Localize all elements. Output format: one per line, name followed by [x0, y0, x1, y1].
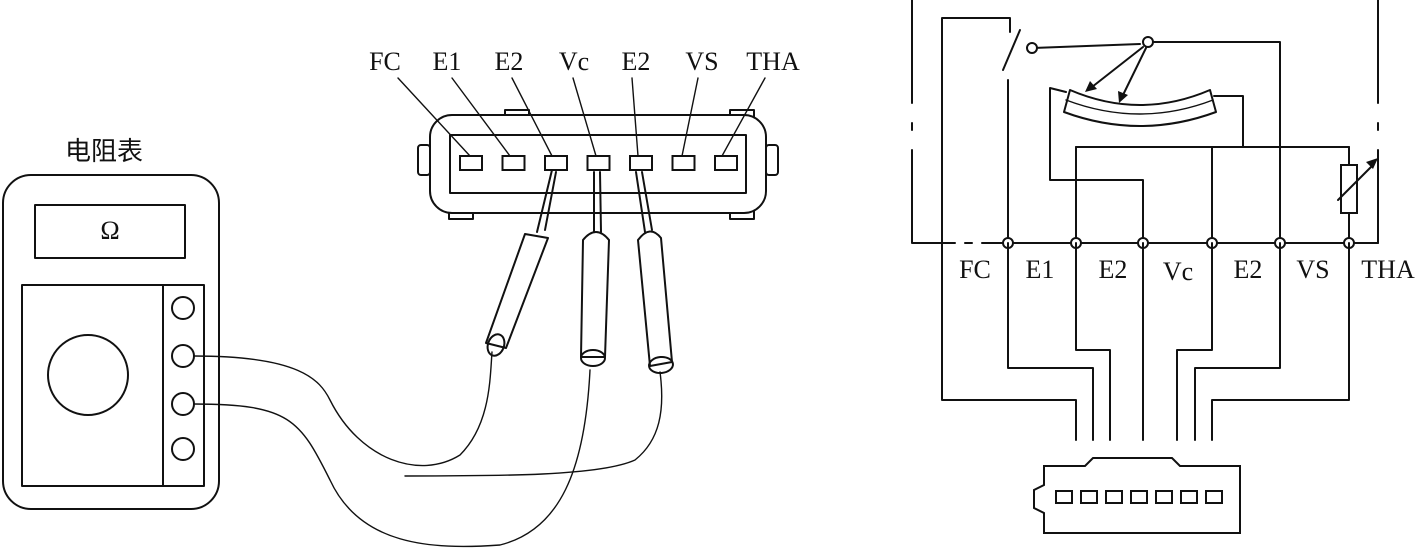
meter-jack-1[interactable] — [171, 296, 195, 320]
vc-wire — [1049, 87, 1144, 244]
wiper-arrowhead — [1085, 81, 1097, 92]
meter-jack-3[interactable] — [171, 392, 195, 416]
leader-line — [511, 77, 553, 157]
probe-tip — [536, 169, 553, 233]
harness-wire — [1007, 242, 1094, 441]
leader-line — [572, 77, 597, 157]
pin-slot — [1055, 490, 1073, 504]
connector-label-fc: FC — [369, 47, 401, 76]
meter-panel — [21, 284, 205, 487]
meter-jack-4[interactable] — [171, 437, 195, 461]
connector-label-tha: THA — [746, 47, 800, 76]
connector-label-e2: E2 — [495, 47, 524, 76]
circuit-label-tha: THA — [1361, 255, 1415, 284]
pin-slot — [586, 155, 611, 171]
pin-slot — [1155, 490, 1173, 504]
probe-tip — [641, 171, 653, 231]
circuit-label-vs: VS — [1296, 255, 1329, 284]
circuit-label-fc: FC — [959, 255, 991, 284]
probe-tip — [635, 171, 646, 233]
probe-end — [648, 355, 674, 375]
pin-slot — [501, 155, 526, 171]
circuit-label-vc: Vc — [1163, 257, 1193, 286]
vs-wire — [1152, 41, 1281, 244]
pin-slot — [459, 155, 483, 171]
potentiometer-track — [1065, 99, 1214, 115]
meter-display — [34, 204, 186, 259]
probe-handle — [580, 231, 610, 358]
connector-pins — [459, 155, 738, 171]
probe-handle — [637, 230, 673, 367]
connector-inner-frame — [449, 134, 747, 194]
connector-label-vc: Vc — [559, 47, 589, 76]
harness-connector — [1033, 457, 1241, 534]
ohmmeter: 电阻表 Ω — [2, 137, 220, 510]
pin-slot — [1205, 490, 1223, 504]
lead-wire-1 — [193, 351, 493, 467]
probe-2[interactable] — [580, 171, 610, 367]
thermistor-arrow — [1337, 163, 1375, 201]
lead-wire-2 — [193, 369, 591, 548]
fc-switch — [1002, 29, 1021, 71]
probe-tip — [599, 171, 602, 233]
harness-wire — [941, 242, 1077, 441]
switch-pivot — [1026, 42, 1038, 54]
leader-line — [397, 77, 471, 157]
connector-label-e1: E1 — [433, 47, 462, 76]
e2-wire — [1213, 95, 1244, 148]
pin-slot — [544, 155, 568, 171]
circuit-label-e2b: E2 — [1234, 255, 1263, 284]
pin-slot — [714, 155, 738, 171]
connector-label-e2b: E2 — [622, 47, 651, 76]
probe-end — [486, 333, 506, 357]
pin-slot — [1080, 490, 1098, 504]
wiper-arrow — [1122, 47, 1147, 96]
meter-jack-2[interactable] — [171, 344, 195, 368]
probe-handle — [485, 233, 549, 349]
leader-line — [451, 77, 511, 157]
meter-dial[interactable] — [47, 334, 129, 416]
potentiometer-arc — [1063, 89, 1217, 127]
pin-slot — [629, 155, 653, 171]
meter-body — [2, 174, 220, 510]
switch-arm — [1032, 43, 1141, 49]
wiper-arrow — [1091, 46, 1144, 88]
lead-wire-3 — [404, 371, 663, 477]
circuit-label-e2: E2 — [1099, 255, 1128, 284]
probe-end — [580, 349, 606, 367]
harness-connector-pins — [1055, 490, 1223, 504]
harness-wire — [1211, 242, 1350, 441]
sensor-circuit: FC E1 E2 Vc E2 VS THA — [911, 0, 1415, 534]
leader-line — [721, 77, 766, 157]
probe-3[interactable] — [635, 171, 674, 375]
wiper-pivot — [1142, 36, 1154, 48]
leader-line — [681, 77, 699, 157]
circuit-label-e1: E1 — [1026, 255, 1055, 284]
connector-label-vs: VS — [685, 47, 718, 76]
connector-side-tab — [417, 144, 431, 176]
test-leads — [193, 351, 663, 548]
pin-slot — [671, 155, 696, 171]
circuit-frame — [911, 149, 956, 244]
sensor-connector: FC E1 E2 Vc E2 VS THA — [369, 47, 800, 375]
pin-slot — [1180, 490, 1198, 504]
harness-wire — [1176, 242, 1213, 441]
leader-line — [631, 77, 639, 157]
pin-slot — [1130, 490, 1148, 504]
thermistor-arrowhead — [1366, 158, 1378, 169]
harness-wire — [1194, 242, 1281, 441]
meter-title: 电阻表 — [65, 137, 143, 167]
connector-side-tab — [765, 144, 779, 176]
harness-wire — [1075, 242, 1111, 441]
pin-slot — [1105, 490, 1123, 504]
probe-1[interactable] — [485, 169, 557, 358]
wiper-arrowhead — [1118, 91, 1128, 103]
meter-display-symbol: Ω — [100, 216, 119, 245]
fc-wire — [941, 17, 1011, 244]
probe-tip — [544, 171, 557, 231]
